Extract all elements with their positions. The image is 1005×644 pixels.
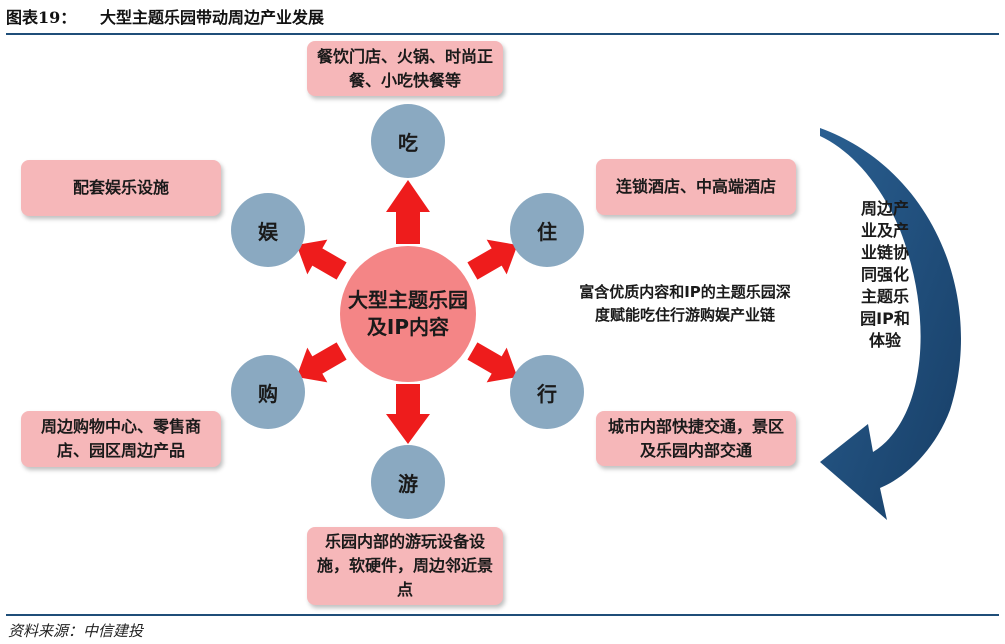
top-rule	[6, 33, 999, 35]
arrow-up	[386, 180, 430, 244]
node-eat: 吃	[371, 104, 445, 178]
node-shop: 购	[231, 355, 305, 429]
cycle-curve-arrow	[820, 128, 961, 520]
node-travel: 行	[510, 355, 584, 429]
arrow-upper-left	[296, 239, 347, 280]
figure-header: 图表19： 大型主题乐园带动周边产业发展	[0, 0, 1005, 34]
bottom-rule	[6, 614, 999, 616]
arrow-upper-right	[467, 239, 518, 280]
box-tour: 乐园内部的游玩设备设施，软硬件，周边邻近景点	[307, 527, 503, 605]
arrow-down	[386, 384, 430, 444]
synergy-note: 周边产业及产业链协同强化主题乐园IP和体验	[860, 199, 910, 350]
box-shop: 周边购物中心、零售商店、园区周边产品	[21, 411, 221, 467]
node-live: 住	[510, 193, 584, 267]
box-travel: 城市内部快捷交通，景区及乐园内部交通	[596, 411, 796, 466]
empowerment-note: 富含优质内容和IP的主题乐园深度赋能吃住行游购娱产业链	[579, 283, 791, 324]
source-note: 资料来源：中信建投	[8, 622, 144, 640]
node-fun: 娱	[231, 193, 305, 267]
arrow-lower-right	[467, 342, 518, 383]
figure-title: 大型主题乐园带动周边产业发展	[100, 8, 325, 27]
node-tour: 游	[371, 445, 445, 519]
arrow-lower-left	[296, 342, 347, 383]
center-theme-park-ip: 大型主题乐园及IP内容	[340, 246, 476, 382]
box-fun: 配套娱乐设施	[21, 160, 221, 216]
box-eat: 餐饮门店、火锅、时尚正餐、小吃快餐等	[307, 41, 503, 96]
box-live: 连锁酒店、中高端酒店	[596, 159, 796, 215]
figure-label: 图表19：	[6, 8, 77, 27]
